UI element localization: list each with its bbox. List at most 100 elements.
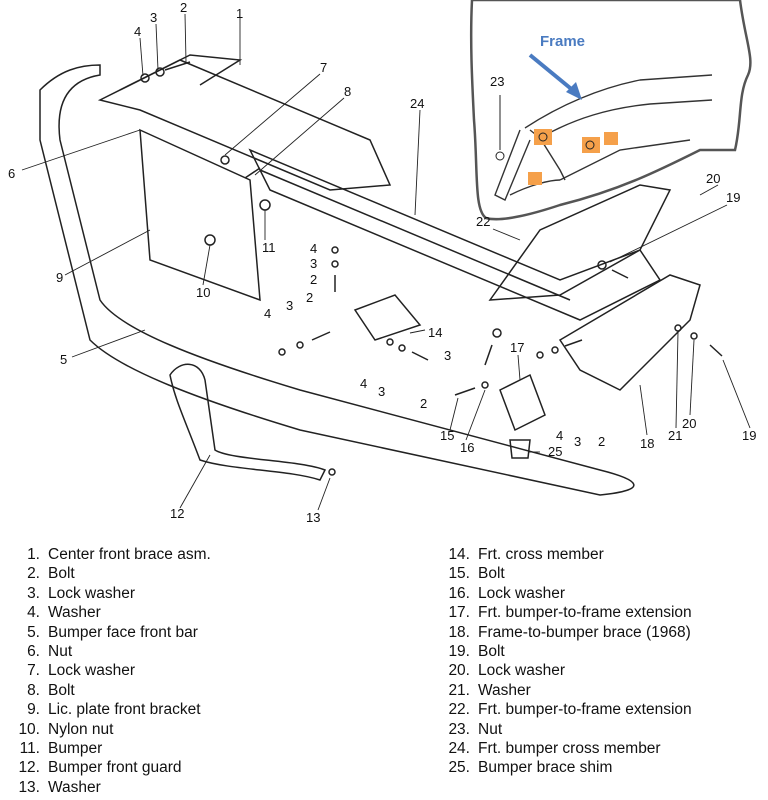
legend-item-label: Frt. bumper cross member bbox=[478, 740, 661, 758]
cross-member-flange bbox=[259, 169, 571, 301]
bolt bbox=[164, 61, 191, 71]
legend-item-label: Bolt bbox=[478, 643, 505, 661]
frame-arrowhead-icon bbox=[566, 82, 582, 100]
legend-item-number: 20. bbox=[448, 662, 470, 680]
callout-3c: 3 bbox=[286, 298, 293, 313]
legend-item: 21. Washer bbox=[440, 681, 692, 700]
frame-label: Frame bbox=[540, 33, 585, 50]
legend-item-label: Bumper face front bar bbox=[48, 623, 198, 641]
legend-item-label: Frt. cross member bbox=[478, 546, 604, 563]
legend-item: 8.Bolt bbox=[10, 681, 211, 700]
legend-item: 12. Bumper front guard bbox=[10, 758, 211, 777]
bolt bbox=[611, 269, 629, 279]
callout-19b: 19 bbox=[742, 428, 756, 443]
washer bbox=[140, 73, 150, 83]
legend-item-label: Frt. bumper-to-frame extension bbox=[478, 701, 692, 719]
legend-item-label: Frame-to-bumper brace (1968) bbox=[478, 623, 691, 641]
bumper-brace-shim bbox=[509, 439, 531, 459]
callout-22: 22 bbox=[476, 214, 490, 229]
callout-3: 3 bbox=[150, 10, 157, 25]
callout-21: 21 bbox=[668, 428, 682, 443]
lock-washer bbox=[331, 260, 339, 268]
legend-item-number: 2. bbox=[27, 565, 40, 583]
legend-item-number: 19. bbox=[448, 643, 470, 661]
legend-item-number: 25. bbox=[448, 759, 470, 777]
legend-item-number: 7. bbox=[27, 662, 40, 680]
inset-hole-1 bbox=[538, 132, 548, 142]
callout-25: 25 bbox=[548, 444, 562, 459]
legend-item: 17.Frt. bumper-to-frame extension bbox=[440, 603, 692, 622]
legend-item: 13.Washer bbox=[10, 778, 211, 797]
legend-item-label: Bolt bbox=[478, 565, 505, 583]
bolt bbox=[411, 351, 429, 361]
callout-3f: 3 bbox=[574, 434, 581, 449]
legend-item: 10.Nylon nut bbox=[10, 720, 211, 739]
callout-9: 9 bbox=[56, 270, 63, 285]
legend-item: 3.Lock washer bbox=[10, 584, 211, 603]
callout-7: 7 bbox=[320, 60, 327, 75]
legend-item-label: Bumper front guard bbox=[48, 759, 182, 777]
legend-item-label: Bumper bbox=[48, 740, 103, 758]
legend-item-label: Center front brace asm. bbox=[48, 546, 211, 563]
lock-washer bbox=[551, 346, 559, 354]
frame-to-bumper-brace bbox=[558, 274, 701, 391]
legend-item: 5.Bumper face front bar bbox=[10, 623, 211, 642]
bumper-face-bar bbox=[39, 64, 635, 496]
legend-item: 23.Nut bbox=[440, 720, 692, 739]
legend-item: 19. Bolt bbox=[440, 642, 692, 661]
legend-item-number: 18. bbox=[448, 623, 470, 641]
bolt bbox=[454, 387, 476, 396]
callout-11: 11 bbox=[262, 240, 276, 255]
callout-2d: 2 bbox=[420, 396, 427, 411]
callout-5: 5 bbox=[60, 352, 67, 367]
callout-4c: 4 bbox=[264, 306, 271, 321]
callout-12: 12 bbox=[170, 506, 184, 521]
legend-item-label: Lic. plate front bracket bbox=[48, 701, 201, 719]
legend-item-label: Frt. bumper-to-frame extension bbox=[478, 604, 692, 622]
callout-4b: 4 bbox=[310, 241, 317, 256]
callout-24: 24 bbox=[410, 96, 424, 111]
legend-item-number: 22. bbox=[448, 701, 470, 719]
callout-19: 19 bbox=[726, 190, 740, 205]
inset-hole-2 bbox=[585, 140, 595, 150]
callout-1: 1 bbox=[236, 6, 243, 21]
legend-item-number: 8. bbox=[27, 681, 40, 699]
legend-item-number: 9. bbox=[27, 701, 40, 719]
legend-item: 1.Center front brace asm. bbox=[10, 545, 211, 564]
callout-6: 6 bbox=[8, 166, 15, 181]
legend-item-label: Bolt bbox=[48, 565, 75, 583]
washer bbox=[278, 348, 286, 356]
callout-15: 15 bbox=[440, 428, 454, 443]
nylon-nut bbox=[204, 234, 216, 246]
lock-washer bbox=[690, 332, 698, 340]
bolt bbox=[311, 331, 331, 341]
legend-item-number: 16. bbox=[448, 584, 470, 602]
inset-highlight-3 bbox=[604, 132, 618, 145]
callout-10: 10 bbox=[196, 285, 210, 300]
legend-item-number: 10. bbox=[18, 720, 40, 738]
callout-18: 18 bbox=[640, 436, 654, 451]
lock-washer bbox=[398, 344, 406, 352]
legend-item-label: Washer bbox=[48, 778, 101, 796]
callout-4e: 4 bbox=[556, 428, 563, 443]
legend-item-label: Washer bbox=[478, 681, 531, 699]
legend-item: 6.Nut bbox=[10, 642, 211, 661]
legend-item: 9. Lic. plate front bracket bbox=[10, 700, 211, 719]
callout-14: 14 bbox=[428, 325, 442, 340]
legend-item-label: Lock washer bbox=[478, 584, 566, 602]
frame-arrow-icon bbox=[528, 53, 577, 94]
bumper-stop bbox=[259, 199, 271, 211]
inset-nut bbox=[495, 151, 505, 161]
legend-item-number: 21. bbox=[448, 681, 470, 699]
legend-item-number: 12. bbox=[18, 759, 40, 777]
callout-16: 16 bbox=[460, 440, 474, 455]
legend-item: 25.Bumper brace shim bbox=[440, 758, 692, 777]
lock-washer bbox=[481, 381, 489, 389]
license-plate-bracket bbox=[139, 128, 261, 302]
front-cross-member bbox=[248, 148, 662, 321]
callout-23: 23 bbox=[490, 74, 504, 89]
frame-inset: Frame bbox=[469, 0, 752, 221]
callout-2e: 2 bbox=[598, 434, 605, 449]
lock-washer bbox=[597, 260, 607, 270]
lock-washer bbox=[296, 341, 304, 349]
